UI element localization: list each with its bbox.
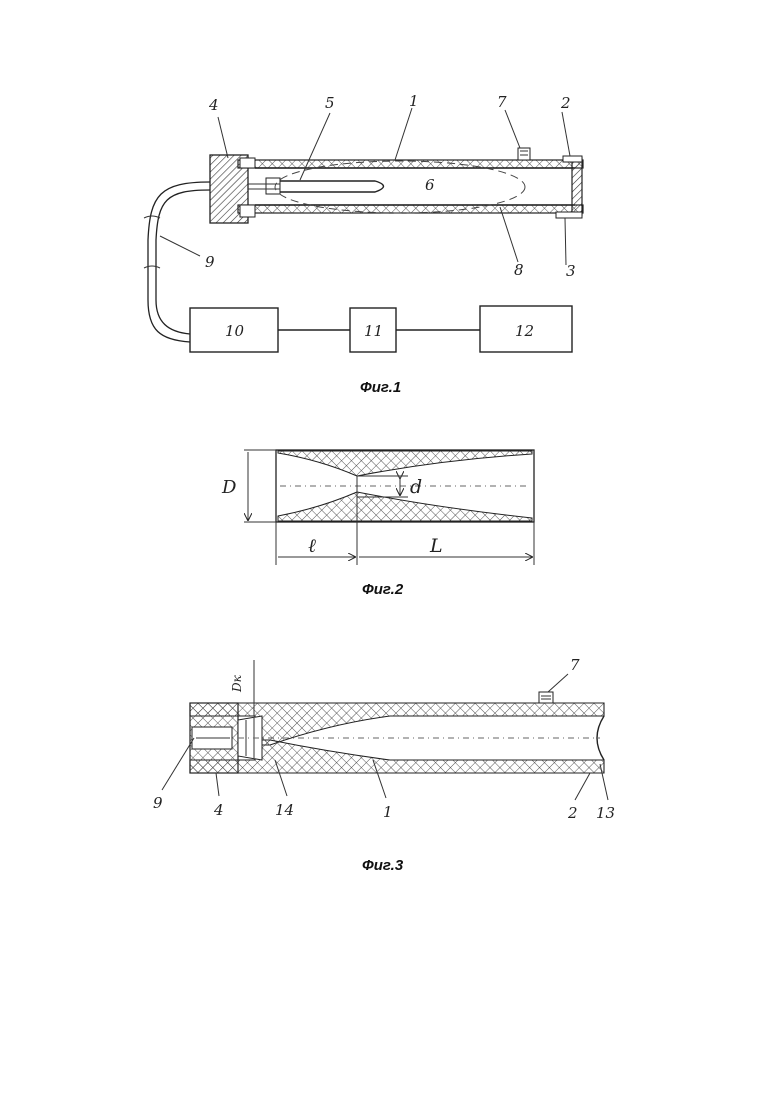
ref-1: 1 — [409, 92, 419, 110]
fig3-ref-9: 9 — [153, 794, 163, 812]
fig1-caption: Фиг.1 — [360, 379, 401, 396]
block-10-label: 10 — [225, 322, 245, 340]
fiber-probe — [280, 181, 384, 192]
fig3-caption: Фиг.3 — [362, 857, 404, 874]
ref-3: 3 — [566, 262, 576, 280]
nozzle-wall-lower — [278, 492, 532, 521]
screw — [518, 148, 530, 160]
fig3-ref-14: 14 — [275, 801, 294, 819]
fig3-ref-13: 13 — [596, 804, 615, 822]
ref-4: 4 — [208, 96, 219, 114]
figure-3: Dк 9 4 14 1 2 13 7 Фиг.3 — [153, 656, 615, 874]
dim-l: ℓ — [308, 535, 316, 557]
fig2-caption: Фиг.2 — [362, 581, 404, 598]
ref-8: 8 — [514, 261, 524, 279]
dim-L: L — [429, 535, 443, 557]
fig3-ref-7: 7 — [570, 656, 580, 674]
block-11-label: 11 — [364, 322, 383, 340]
ref-7: 7 — [497, 93, 507, 111]
dim-Dk: Dк — [230, 674, 244, 693]
block-12-label: 12 — [515, 322, 534, 340]
nozzle-wall-upper — [278, 451, 532, 476]
screw-fig3 — [539, 692, 553, 703]
dim-D: D — [221, 477, 237, 498]
ref-5: 5 — [325, 94, 335, 112]
figure-2: d D ℓ L Фиг.2 — [221, 450, 534, 598]
fig3-ref-4: 4 — [213, 801, 224, 819]
tube-body — [238, 160, 583, 213]
ref-2: 2 — [560, 94, 571, 112]
ref-9: 9 — [205, 253, 215, 271]
figure-1: 10 11 12 4 5 1 7 2 6 8 3 9 Фиг.1 — [144, 92, 583, 396]
fig3-ref-2: 2 — [567, 804, 578, 822]
fig3-ref-1: 1 — [383, 803, 393, 821]
dim-d: d — [410, 476, 422, 498]
ref-6: 6 — [425, 176, 435, 194]
